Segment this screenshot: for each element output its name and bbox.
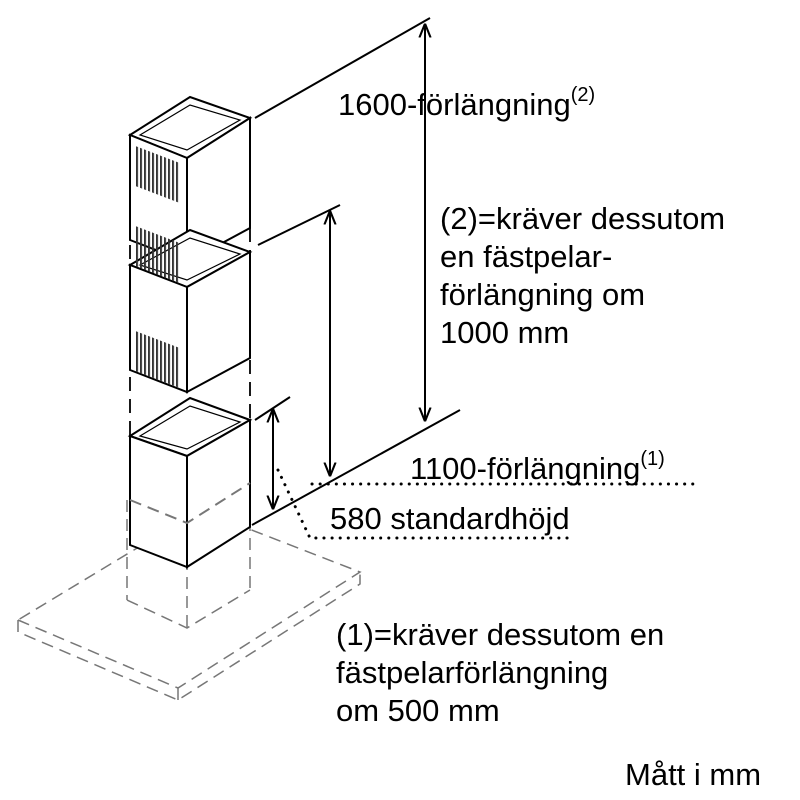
label-text: 1100-förlängning <box>410 451 641 486</box>
label-text: 1600-förlängning <box>338 87 571 122</box>
label-standard-height: 580 standardhöjd <box>330 501 570 536</box>
note-2: (2)=kräver dessutom en fästpelar- förlän… <box>440 200 725 352</box>
footnote-ref: (1) <box>640 448 665 470</box>
leader-lines <box>276 468 697 540</box>
note-1: (1)=kräver dessutom en fästpelarförlängn… <box>336 616 664 730</box>
note-line: om 500 mm <box>336 693 500 728</box>
note-line: en fästpelar- <box>440 239 613 274</box>
chimney-section-standard <box>127 330 253 569</box>
note-line: (1)=kräver dessutom en <box>336 617 665 652</box>
note-line: fästpelarförlängning <box>336 655 609 690</box>
label-1100-extension: 1100-förlängning(1) <box>410 448 665 492</box>
dimension-lines <box>251 17 461 526</box>
footnote-ref: (2) <box>570 84 596 106</box>
label-1600-extension: 1600-förlängning(2) <box>338 84 596 128</box>
units-label: Mått i mm <box>625 757 762 792</box>
note-line: 1000 mm <box>440 315 570 350</box>
note-line: förlängning om <box>440 277 646 312</box>
note-line: (2)=kräver dessutom <box>440 201 726 236</box>
